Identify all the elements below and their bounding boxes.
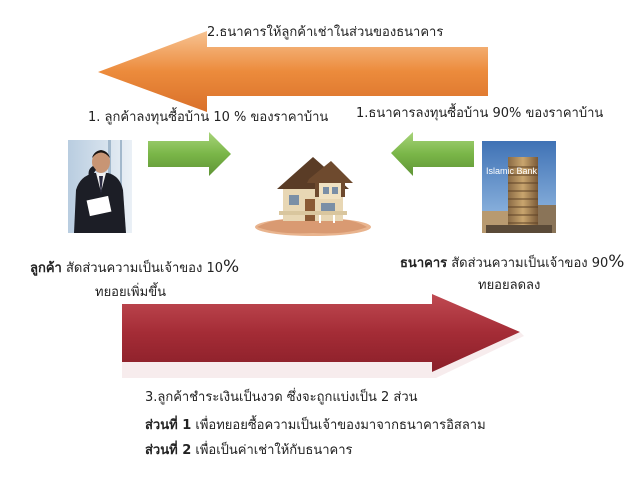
customer-green-arrow bbox=[148, 132, 231, 176]
house-in-hands-icon bbox=[249, 149, 373, 237]
bank-invest-label: 1.ธนาคารลงทุนซื้อบ้าน 90% ของราคาบ้าน bbox=[356, 106, 604, 121]
customer-invest-label: 1. ลูกค้าลงทุนซื้อบ้าน 10 % ของราคาบ้าน bbox=[88, 110, 329, 125]
bottom-red-arrow bbox=[122, 294, 520, 372]
customer-share-pct: % bbox=[223, 257, 240, 277]
customer-share-text: สัดส่วนความเป็นเจ้าของ 10 bbox=[65, 261, 224, 276]
bank-ownership: ธนาคาร สัดส่วนความเป็นเจ้าของ 90% bbox=[400, 253, 624, 273]
bank-building-icon bbox=[482, 141, 556, 233]
bank-share-pct: % bbox=[608, 252, 625, 272]
customer-name: ลูกค้า bbox=[30, 261, 62, 276]
businessman-icon bbox=[68, 140, 132, 233]
part1-title: ส่วนที่ 1 bbox=[145, 418, 192, 433]
payment-part-1: ส่วนที่ 1 เพื่อทยอยซื้อความเป็นเจ้าของมา… bbox=[145, 417, 486, 435]
bank-share-text: สัดส่วนความเป็นเจ้าของ 90 bbox=[451, 256, 609, 271]
top-orange-arrow bbox=[98, 31, 488, 112]
bank-name: ธนาคาร bbox=[400, 256, 448, 271]
bank-building-sign: Islamic Bank bbox=[486, 166, 538, 176]
customer-share-change: ทยอยเพิ่มขึ้น bbox=[95, 285, 166, 300]
bottom-arrow-label: 3.ลูกค้าชำระเงินเป็นงวด ซึ่งจะถูกแบ่งเป็… bbox=[145, 390, 418, 405]
bank-green-arrow bbox=[391, 132, 474, 176]
customer-ownership: ลูกค้า สัดส่วนความเป็นเจ้าของ 10% bbox=[30, 258, 239, 278]
top-arrow-label: 2.ธนาคารให้ลูกค้าเช่าในส่วนของธนาคาร bbox=[207, 25, 444, 40]
part1-text: เพื่อทยอยซื้อความเป็นเจ้าของมาจากธนาคารอ… bbox=[195, 418, 486, 433]
payment-part-2: ส่วนที่ 2 เพื่อเป็นค่าเช่าให้กับธนาคาร bbox=[145, 442, 353, 460]
part2-title: ส่วนที่ 2 bbox=[145, 443, 192, 458]
part2-text: เพื่อเป็นค่าเช่าให้กับธนาคาร bbox=[195, 443, 353, 458]
bank-share-change: ทยอยลดลง bbox=[478, 278, 541, 293]
